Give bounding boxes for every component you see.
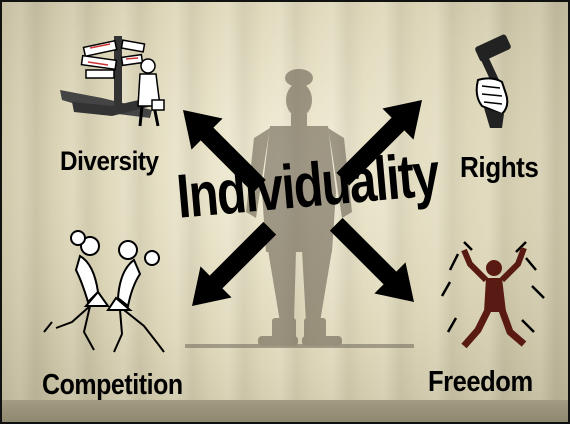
bottom-strip <box>2 400 568 422</box>
jumping-figure-icon <box>440 241 545 349</box>
label-freedom: Freedom <box>428 366 533 398</box>
label-rights: Rights <box>460 152 539 184</box>
label-competition: Competition <box>42 369 183 401</box>
label-diversity: Diversity <box>60 146 159 176</box>
arrow-up-left <box>183 110 266 193</box>
boxers-icon <box>43 230 165 353</box>
soldier-figure-icon <box>185 69 414 348</box>
arrow-up-right <box>336 100 422 186</box>
signpost-businessman-icon <box>60 36 165 127</box>
gavel-hand-icon <box>475 34 511 128</box>
arrow-down-left <box>192 221 277 306</box>
arrow-down-right <box>329 217 414 302</box>
